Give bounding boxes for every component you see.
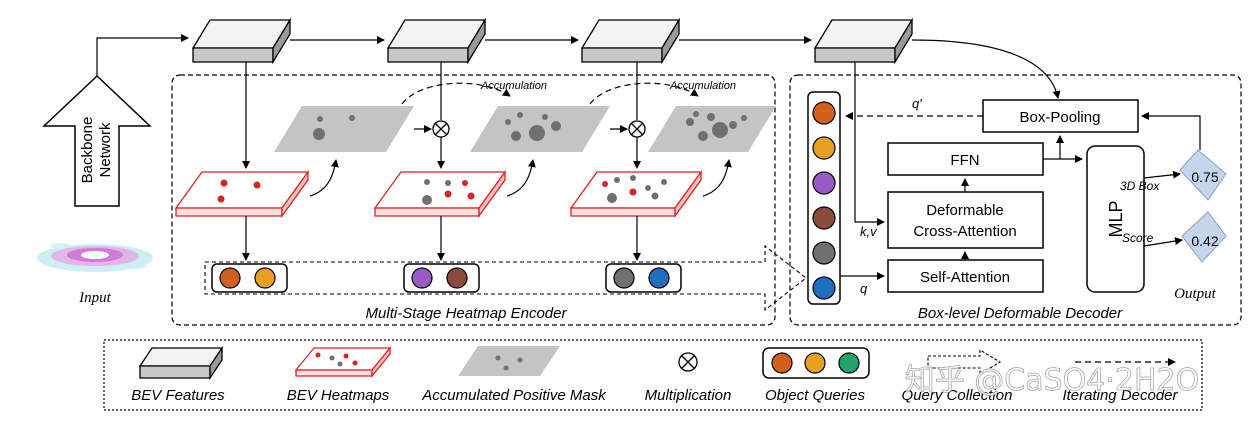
heatmap-to-mask-1 — [309, 159, 339, 197]
mlp-label: MLP — [1106, 200, 1126, 237]
stage-query-group-3 — [605, 263, 682, 293]
mlp-to-score-arrow — [1143, 237, 1183, 247]
input-label: Input — [78, 290, 111, 306]
watermark: 知乎 @CaSO4·2H2O — [905, 363, 1200, 398]
bev-feature-1 — [191, 17, 292, 65]
multiplication-node-1 — [432, 120, 450, 138]
q-label: q — [860, 281, 868, 296]
ffn-label: FFN — [950, 152, 979, 169]
decoder-query — [812, 171, 836, 195]
output-to-boxpooling-arrow — [1141, 112, 1201, 150]
legend-query-collection-icon — [927, 349, 1002, 375]
accumulated-mask-3 — [648, 106, 776, 152]
stage-query — [648, 267, 670, 289]
box-output-shape — [1179, 149, 1227, 201]
backbone-label-line2: Network — [97, 122, 114, 178]
feature-to-boxpooling-arrow — [911, 39, 1061, 99]
multiplication-node-2 — [628, 120, 646, 138]
self-attention-label: Self-Attention — [920, 269, 1010, 286]
decoder-query — [812, 241, 836, 265]
bev-heatmap-2 — [373, 169, 507, 219]
legend-iterating-decoder-label: Iterating Decoder — [1062, 387, 1178, 404]
heatmap-to-mask-3 — [702, 159, 732, 197]
encoder-region — [171, 74, 776, 326]
bev-feature-4 — [813, 17, 914, 65]
legend-object-queries-icon — [762, 347, 870, 379]
stage-query-group-2 — [403, 263, 480, 293]
legend-bev-features-icon — [138, 345, 224, 381]
box-pooling-box — [982, 99, 1139, 133]
decoder-query — [812, 206, 836, 230]
legend-bev-heatmaps-icon — [294, 346, 392, 378]
legend-object-queries-label: Object Queries — [765, 387, 866, 404]
decoder-query — [812, 276, 836, 300]
score-output-shape — [1181, 211, 1227, 263]
legend-multiplication-label: Multiplication — [645, 387, 732, 404]
accumulation-label-2: Accumulation — [669, 80, 736, 92]
accumulation-label-1: Accumulation — [480, 80, 547, 92]
legend-query — [804, 352, 826, 374]
stage-query — [411, 267, 433, 289]
bev-feature-2 — [386, 17, 487, 65]
bev-heatmap-3 — [569, 169, 703, 219]
stage-query — [219, 267, 241, 289]
deformable-label-line2: Cross-Attention — [913, 223, 1016, 240]
query-collection-arrow — [204, 244, 807, 312]
encoder-title: Multi-Stage Heatmap Encoder — [366, 305, 568, 322]
output-label: Output — [1174, 286, 1217, 302]
box-output-value: 0.75 — [1191, 169, 1218, 185]
decoder-query — [812, 136, 836, 160]
accumulated-mask-1 — [274, 106, 414, 152]
stage-query — [446, 267, 468, 289]
legend-box — [103, 339, 1203, 411]
backbone-to-feature-arrow — [96, 34, 189, 76]
stage-query — [613, 267, 635, 289]
deformable-label-line1: Deformable — [926, 202, 1004, 219]
legend-accumulated-mask-label: Accumulated Positive Mask — [421, 387, 607, 404]
input-point-cloud — [37, 243, 153, 272]
legend-bev-heatmaps-label: BEV Heatmaps — [287, 387, 390, 404]
mlp-to-box-arrow — [1143, 170, 1181, 179]
stage-query — [254, 267, 276, 289]
decoder-title: Box-level Deformable Decoder — [918, 305, 1123, 322]
legend-query — [838, 352, 860, 374]
bev-heatmap-1 — [174, 169, 310, 219]
query-column — [807, 91, 841, 305]
accumulation-arc-2 — [589, 82, 699, 105]
decoder-query — [812, 101, 836, 125]
box-pooling-label: Box-Pooling — [1020, 109, 1101, 126]
score-output-value: 0.42 — [1191, 233, 1218, 249]
kv-arrow — [854, 62, 885, 226]
backbone-arrow — [42, 74, 152, 207]
stage-query-group-1 — [211, 263, 288, 293]
kv-label: k,v — [860, 224, 878, 239]
accumulated-mask-2 — [470, 106, 610, 152]
self-attention-box — [887, 259, 1044, 293]
decoder-region — [789, 74, 1242, 326]
heatmap-to-mask-2 — [506, 159, 536, 197]
q-prime-label: q′ — [912, 96, 922, 111]
bev-feature-3 — [580, 17, 681, 65]
legend-query-collection-label: Query Collection — [902, 387, 1013, 404]
deformable-attention-box — [887, 191, 1044, 249]
accumulation-arc-1 — [401, 82, 511, 105]
legend-accumulated-mask-icon — [458, 346, 560, 376]
legend-multiplication-icon — [678, 352, 698, 372]
score-output-label: Score — [1122, 231, 1154, 245]
box-output-label: 3D Box — [1120, 179, 1160, 193]
mlp-box — [1086, 145, 1145, 293]
legend-query — [771, 352, 793, 374]
legend-bev-features-label: BEV Features — [131, 387, 225, 404]
backbone-label-line1: Backbone — [79, 117, 96, 184]
